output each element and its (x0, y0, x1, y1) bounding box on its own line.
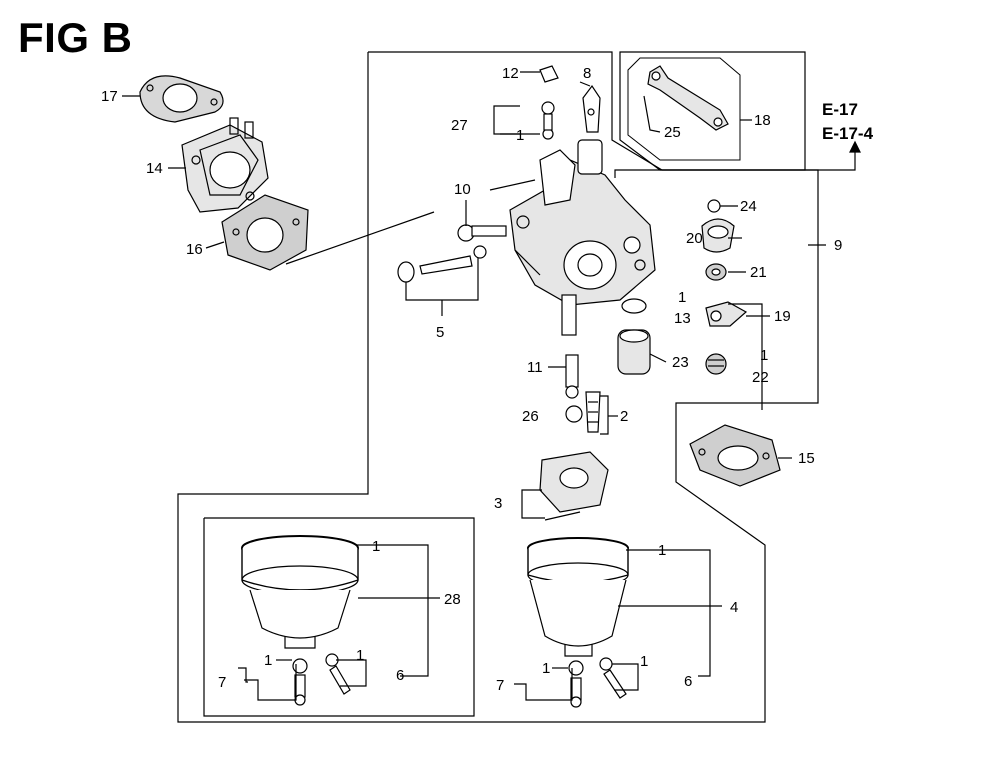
callout-14: 14 (146, 160, 163, 177)
callout-1-i: 1 (640, 653, 648, 670)
part-26 (565, 405, 583, 423)
callout-7-a: 7 (218, 674, 226, 691)
callout-1-a: 1 (516, 127, 524, 144)
callout-1-h: 1 (542, 660, 550, 677)
callout-1-d: 1 (372, 538, 380, 555)
part-11 (548, 354, 579, 399)
callout-9: 9 (834, 237, 842, 254)
screw-10 (457, 200, 507, 242)
callout-7-b: 7 (496, 677, 504, 694)
part-19 (705, 301, 748, 327)
part-21 (705, 263, 727, 281)
callout-25: 25 (664, 124, 681, 141)
callout-3: 3 (494, 495, 502, 512)
callout-2: 2 (620, 408, 628, 425)
gasket-15 (689, 424, 781, 487)
callout-19: 19 (774, 308, 791, 325)
callout-27: 27 (451, 117, 468, 134)
float-bowl-28 (241, 535, 359, 706)
part-13 (621, 298, 647, 314)
callout-10: 10 (454, 181, 471, 198)
part-27 (493, 101, 555, 140)
callout-20: 20 (686, 230, 703, 247)
part-23 (617, 329, 651, 375)
callout-6-a: 6 (396, 667, 404, 684)
part-2 (585, 391, 618, 435)
callout-17: 17 (101, 88, 118, 105)
callout-5: 5 (436, 324, 444, 341)
screw-12 (520, 65, 559, 83)
choke-lever-18 (643, 65, 729, 133)
callout-8: 8 (583, 65, 591, 82)
insulator-14 (181, 117, 269, 213)
callout-1-f: 1 (356, 647, 364, 664)
part-20 (701, 218, 735, 253)
callout-18: 18 (754, 112, 771, 129)
part-8 (582, 84, 601, 133)
reference-e17-4: E-17-4 (822, 124, 874, 143)
callout-1-b: 1 (678, 289, 686, 306)
reference-e17: E-17 (822, 100, 858, 119)
callout-22: 22 (752, 369, 769, 386)
callout-23: 23 (672, 354, 689, 371)
callout-1-e: 1 (264, 652, 272, 669)
callout-24: 24 (740, 198, 757, 215)
callout-12: 12 (502, 65, 519, 82)
figure-title: FIG B (18, 14, 133, 61)
callout-11: 11 (527, 359, 543, 376)
callout-1-g: 1 (658, 542, 666, 559)
callout-28: 28 (444, 591, 461, 608)
reference-arrow (614, 150, 856, 178)
callout-16: 16 (186, 241, 203, 258)
part-5 (397, 245, 487, 316)
callout-21: 21 (750, 264, 767, 281)
callout-6-b: 6 (684, 673, 692, 690)
main-boundary (177, 51, 819, 723)
gasket-16 (221, 194, 309, 271)
callout-26: 26 (522, 408, 539, 425)
alt-bowl-boundary (203, 517, 475, 717)
part-24 (707, 199, 738, 213)
float-bowl-4 (527, 537, 629, 708)
float-3 (521, 451, 609, 521)
gasket-17 (139, 75, 224, 123)
callout-1-c: 1 (760, 347, 768, 364)
callout-4: 4 (730, 599, 738, 616)
part-22 (705, 353, 727, 375)
callout-15: 15 (798, 450, 815, 467)
carburetor-body (509, 139, 656, 336)
callout-13: 13 (674, 310, 691, 327)
